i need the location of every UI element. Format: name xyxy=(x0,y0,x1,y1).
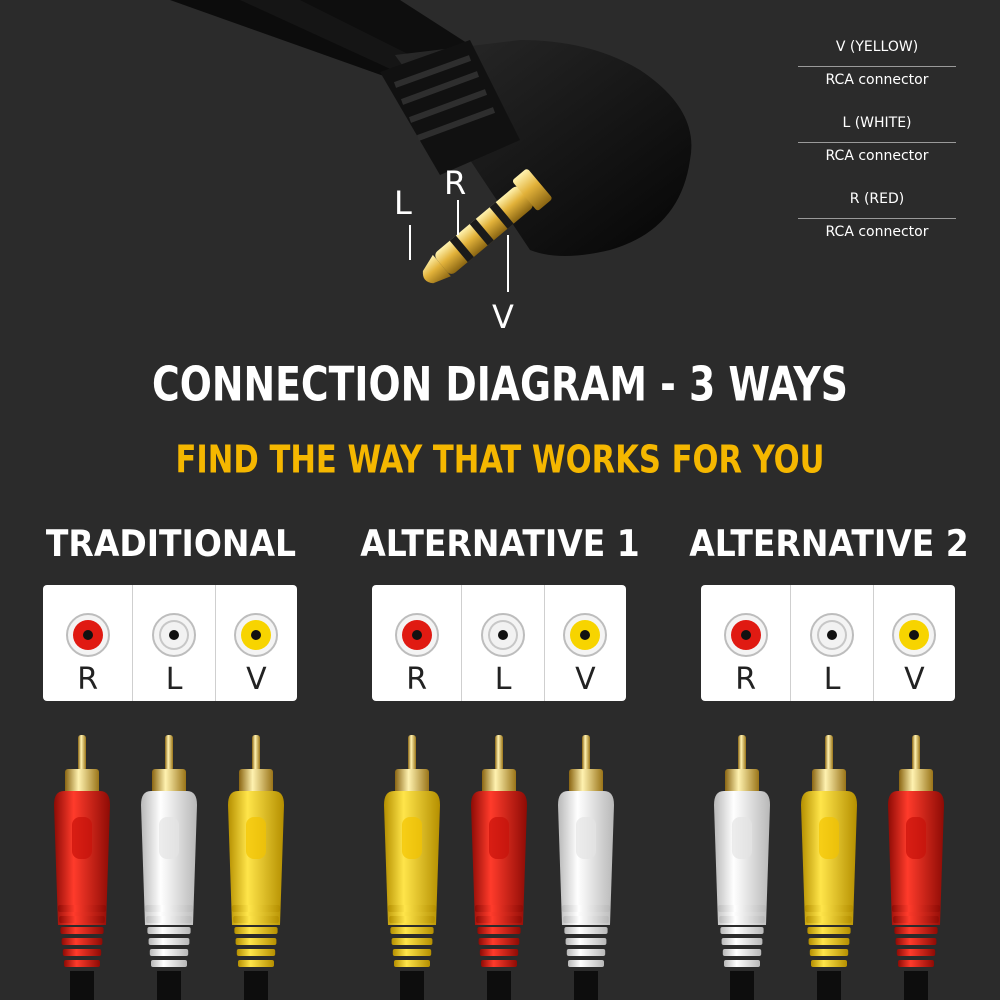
page-subtitle: FIND THE WAY THAT WORKS FOR YOU xyxy=(175,437,825,483)
rca-port xyxy=(234,613,279,657)
port-label: V xyxy=(904,662,925,697)
option-title-alternative-2: ALTERNATIVE 2 xyxy=(689,522,969,565)
port-cell: R xyxy=(43,585,134,701)
legend-title: L (WHITE) xyxy=(842,115,912,131)
port-cell: L xyxy=(462,585,545,701)
page-title: CONNECTION DIAGRAM - 3 WAYS xyxy=(152,357,848,412)
jack-cable xyxy=(170,0,420,80)
color-legend: V (YELLOW) RCA connector L (WHITE) RCA c… xyxy=(798,36,956,264)
rca-port xyxy=(65,613,110,657)
port-cell: L xyxy=(791,585,874,701)
port-panel-alternative-2: R L V xyxy=(701,585,955,701)
rca-plugs-illustration xyxy=(54,735,944,1000)
legend-subtitle: RCA connector xyxy=(825,148,929,164)
rca-plug-white xyxy=(141,735,197,1000)
rca-plug-red xyxy=(54,735,110,1000)
port-label: R xyxy=(406,662,428,697)
rca-port xyxy=(723,613,768,657)
port-cell: V xyxy=(216,585,297,701)
rca-plug-white xyxy=(714,735,770,1000)
rca-port xyxy=(810,613,855,657)
jack-label-r: R xyxy=(444,164,467,202)
port-panel-traditional: R L V xyxy=(43,585,297,701)
port-cell: R xyxy=(701,585,792,701)
legend-item-white: L (WHITE) RCA connector xyxy=(798,112,956,188)
legend-title: R (RED) xyxy=(849,191,905,207)
rca-port xyxy=(394,613,439,657)
rca-port xyxy=(481,613,526,657)
rca-plug-red xyxy=(888,735,944,1000)
option-title-traditional: TRADITIONAL xyxy=(45,522,297,565)
jack-label-v: V xyxy=(492,298,514,336)
port-cell: R xyxy=(372,585,463,701)
port-panel-alternative-1: R L V xyxy=(372,585,626,701)
option-title-alternative-1: ALTERNATIVE 1 xyxy=(360,522,640,565)
rca-plug-white xyxy=(558,735,614,1000)
jack-label-l: L xyxy=(394,184,412,222)
legend-item-red: R (RED) RCA connector xyxy=(798,188,956,264)
port-cell: V xyxy=(545,585,626,701)
rca-plug-yellow xyxy=(384,735,440,1000)
legend-divider xyxy=(798,66,956,67)
rca-plug-yellow xyxy=(228,735,284,1000)
port-label: L xyxy=(823,662,841,697)
rca-plug-yellow xyxy=(801,735,857,1000)
port-label: L xyxy=(494,662,512,697)
trrs-jack-illustration xyxy=(170,0,692,292)
port-label: V xyxy=(246,662,267,697)
port-cell: L xyxy=(133,585,216,701)
legend-subtitle: RCA connector xyxy=(825,224,929,240)
port-label: R xyxy=(77,662,99,697)
rca-port xyxy=(152,613,197,657)
jack-body xyxy=(380,40,692,256)
port-label: R xyxy=(735,662,757,697)
port-label: V xyxy=(575,662,596,697)
rca-plug-red xyxy=(471,735,527,1000)
port-cell: V xyxy=(874,585,955,701)
jack-cable xyxy=(240,0,440,78)
rca-port xyxy=(892,613,937,657)
jack-plug xyxy=(422,169,552,284)
legend-subtitle: RCA connector xyxy=(825,72,929,88)
legend-divider xyxy=(798,142,956,143)
legend-item-yellow: V (YELLOW) RCA connector xyxy=(798,36,956,112)
legend-divider xyxy=(798,218,956,219)
legend-title: V (YELLOW) xyxy=(835,39,919,55)
rca-port xyxy=(563,613,608,657)
port-label: L xyxy=(165,662,183,697)
